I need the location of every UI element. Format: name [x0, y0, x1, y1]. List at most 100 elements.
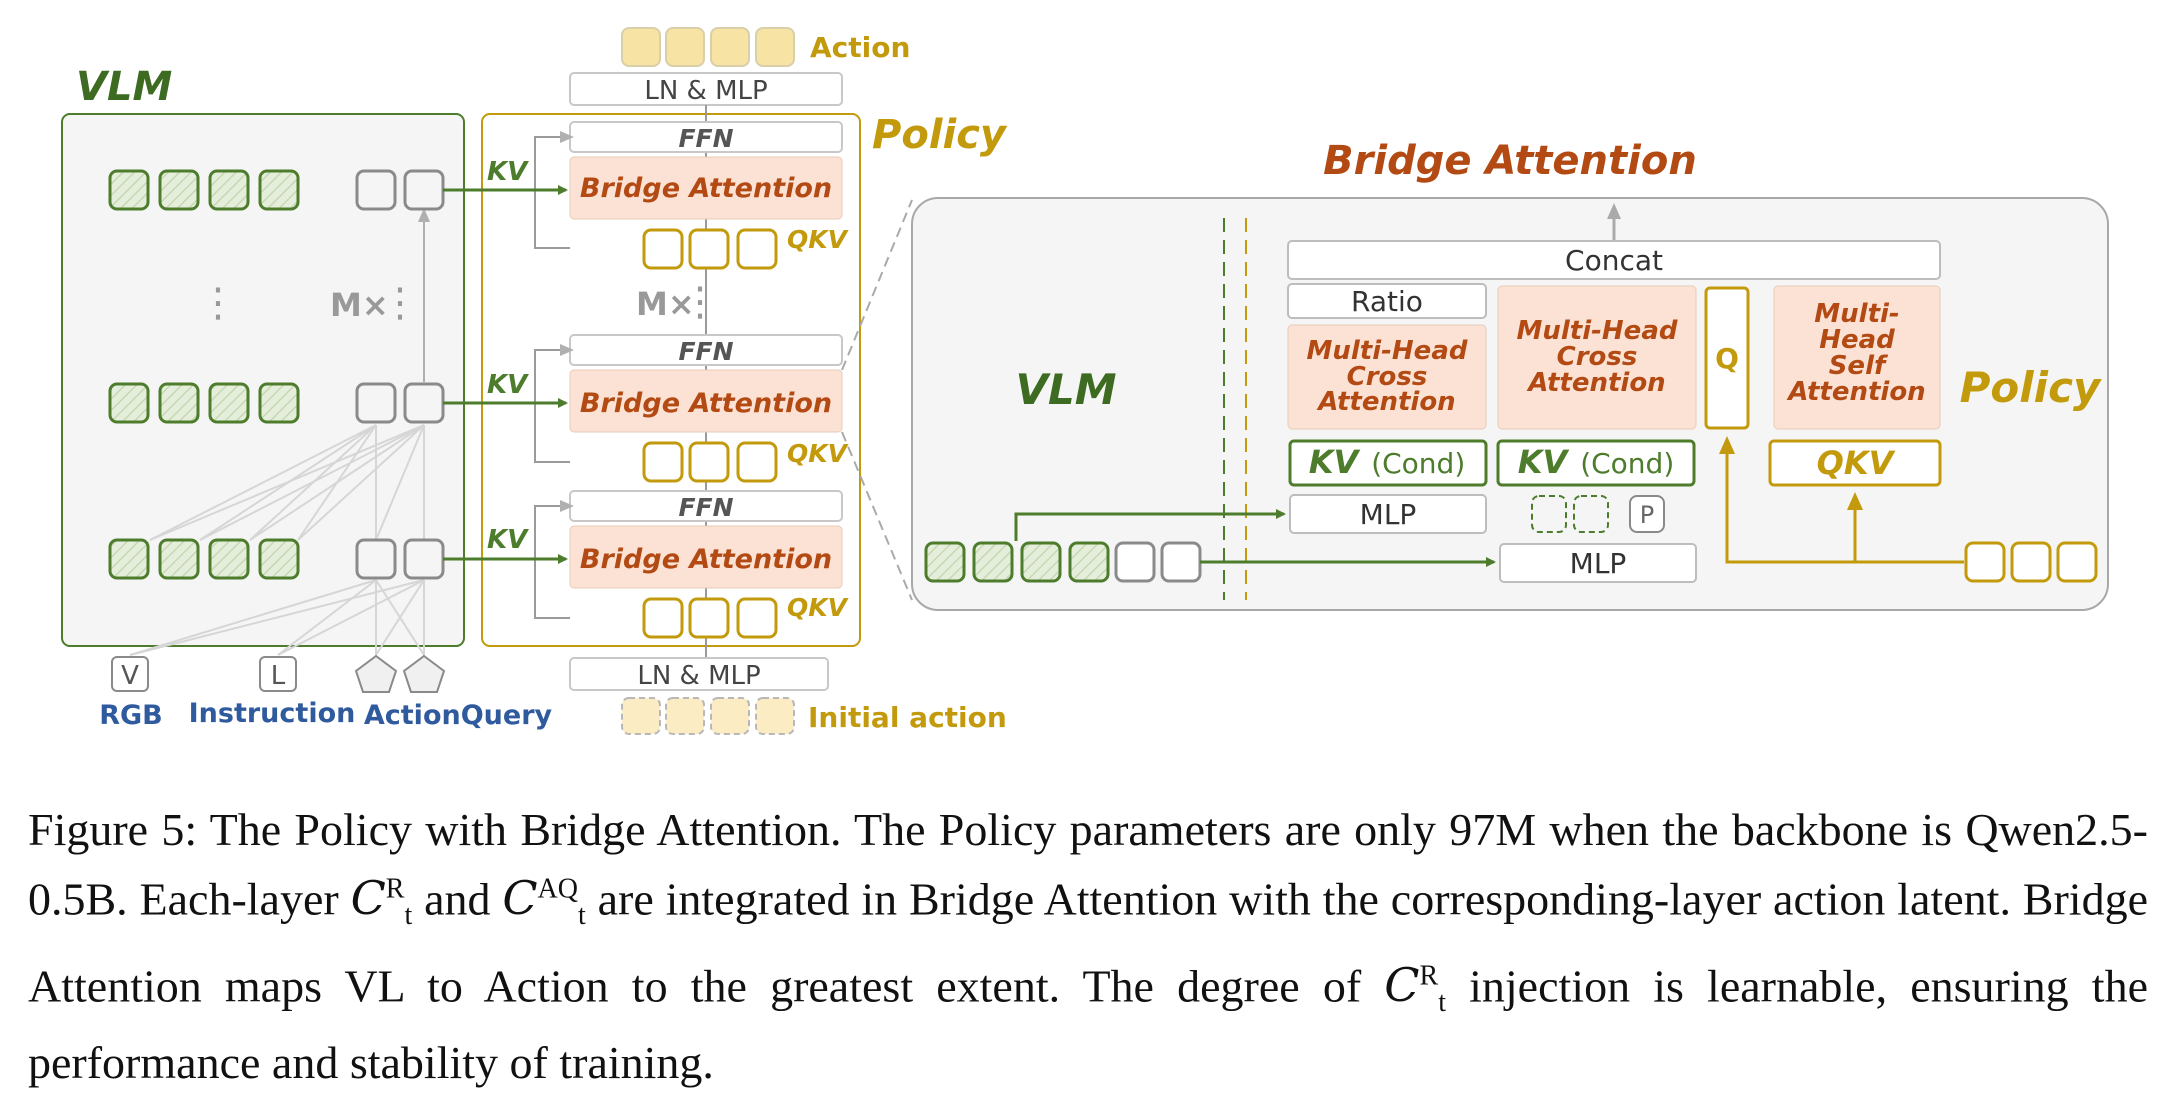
instruction-label: Instruction	[189, 698, 356, 729]
vlm-token	[924, 541, 966, 583]
vlm-token	[258, 382, 300, 424]
p-label: P	[1640, 501, 1654, 529]
mhsa-line-1: Multi-	[1814, 299, 1899, 329]
kv-cond-box-1	[1288, 439, 1488, 487]
bridge-attention-detail: Bridge Attention VLM Policy Concat Ratio…	[911, 138, 2109, 611]
policy-block-1: FFN Bridge Attention QKV KV	[443, 121, 849, 270]
caption-lead: Figure 5: The Policy with Bridge Attenti…	[28, 804, 2148, 925]
policy-dots: ⋮	[680, 279, 720, 325]
vlm-token	[158, 169, 200, 211]
vlm-panel-box	[61, 113, 465, 647]
vlm-query-token	[355, 169, 397, 211]
vlm-token	[208, 382, 250, 424]
initial-action-label: Initial action	[808, 701, 1007, 734]
kv-label: KV	[487, 525, 529, 555]
mlp-box-2	[1499, 543, 1697, 583]
vlm-query-token	[403, 538, 445, 580]
vlm-token	[208, 169, 250, 211]
action-query-label: ActionQuery	[364, 700, 553, 731]
vlm-token	[158, 538, 200, 580]
mhsa-line-2: Head	[1819, 325, 1895, 355]
kv-cond-1-cond: (Cond)	[1371, 447, 1465, 480]
initial-action-token	[665, 697, 705, 735]
v-input-letter: V	[121, 661, 139, 691]
policy-token	[2056, 541, 2098, 583]
mhca-2-line-1: Multi-Head	[1517, 316, 1678, 346]
math-t: t	[578, 900, 586, 932]
mhsa-line-4: Attention	[1786, 377, 1925, 407]
initial-action-token	[755, 697, 795, 735]
qkv-token	[736, 228, 778, 270]
qkv-token	[642, 228, 684, 270]
mhsa-box	[1773, 285, 1941, 430]
policy-block-2: FFN Bridge Attention QKV KV	[443, 334, 849, 483]
math-c-r-2: CRt	[1384, 957, 1446, 1018]
kv-label: KV	[487, 370, 529, 400]
action-query-pentagon-icon	[402, 654, 446, 693]
q-label: Q	[1715, 342, 1739, 375]
vlm-query-token	[355, 382, 397, 424]
bridge-attention-label: Bridge Attention	[580, 544, 832, 575]
vlm-token	[972, 541, 1014, 583]
rgb-label: RGB	[99, 700, 163, 731]
ratio-box	[1287, 283, 1487, 319]
ratio-label: Ratio	[1351, 285, 1423, 318]
vlm-query-token	[1160, 541, 1202, 583]
kv-cond-1-kv: KV	[1309, 443, 1361, 481]
action-label: Action	[810, 31, 910, 64]
detail-policy-label: Policy	[1960, 363, 2102, 412]
math-t: t	[404, 900, 413, 932]
dashed-token	[1531, 495, 1567, 533]
math-c: C	[1384, 957, 1420, 1012]
detail-qkv-label: QKV	[1817, 444, 1896, 482]
vlm-token	[208, 538, 250, 580]
vlm-query-token	[403, 169, 445, 211]
zoom-line	[841, 431, 913, 601]
bridge-attention-diagram: VLM ⋮ M× ⋮	[61, 27, 2109, 735]
policy-column: Action LN & MLP Policy FFN Bridge Attent…	[443, 27, 1008, 735]
qkv-token	[688, 228, 730, 270]
mhca-2-line-2: Cross	[1557, 342, 1638, 372]
figure-caption: Figure 5: The Policy with Bridge Attenti…	[28, 800, 2148, 1093]
kv-cond-2: KV (Cond)	[1518, 443, 1675, 481]
vlm-token	[258, 169, 300, 211]
detail-vlm-label: VLM	[1015, 365, 1116, 414]
p-token	[1629, 495, 1665, 533]
v-input-icon	[111, 656, 149, 692]
ln-mlp-bottom-box	[569, 657, 829, 691]
policy-to-q-arrow	[1719, 436, 1964, 564]
vlm-token-row-top	[108, 169, 445, 211]
qkv-token	[642, 597, 684, 639]
math-r: R	[1419, 960, 1439, 992]
vlm-query-token	[1114, 541, 1156, 583]
vlm-token	[108, 382, 150, 424]
vlm-token	[108, 169, 150, 211]
detail-policy-tokens	[1964, 541, 2098, 583]
policy-panel-box	[481, 113, 861, 647]
action-token	[755, 27, 795, 67]
math-r: R	[385, 874, 405, 905]
vlm-query-token	[355, 538, 397, 580]
policy-block-3: FFN Bridge Attention QKV KV	[443, 490, 849, 639]
mhca-box-2	[1497, 285, 1697, 430]
action-token	[621, 27, 661, 67]
vlm-token-row-mid	[108, 382, 445, 424]
qkv-token	[688, 597, 730, 639]
detail-title: Bridge Attention	[1323, 138, 1697, 184]
vlm-repeat-label: M×	[330, 286, 389, 324]
mhca-1-line-3: Attention	[1316, 387, 1455, 417]
residual-arrow	[534, 500, 574, 619]
mlp-label-2: MLP	[1570, 547, 1627, 580]
residual-arrow	[534, 131, 574, 249]
qkv-label: QKV	[787, 439, 849, 468]
math-c-aq: CAQt	[502, 871, 585, 931]
kv-cond-2-cond: (Cond)	[1580, 447, 1674, 480]
dashed-token	[1573, 495, 1609, 533]
bridge-attention-box	[569, 369, 843, 433]
initial-action-tokens	[621, 697, 795, 735]
bridge-attention-box	[569, 525, 843, 589]
caption-mid2: are integrated in Bridge Attention with …	[28, 873, 2148, 1011]
ffn-label: FFN	[678, 337, 733, 366]
zoom-line	[841, 199, 913, 371]
ln-mlp-top-label: LN & MLP	[644, 76, 767, 106]
